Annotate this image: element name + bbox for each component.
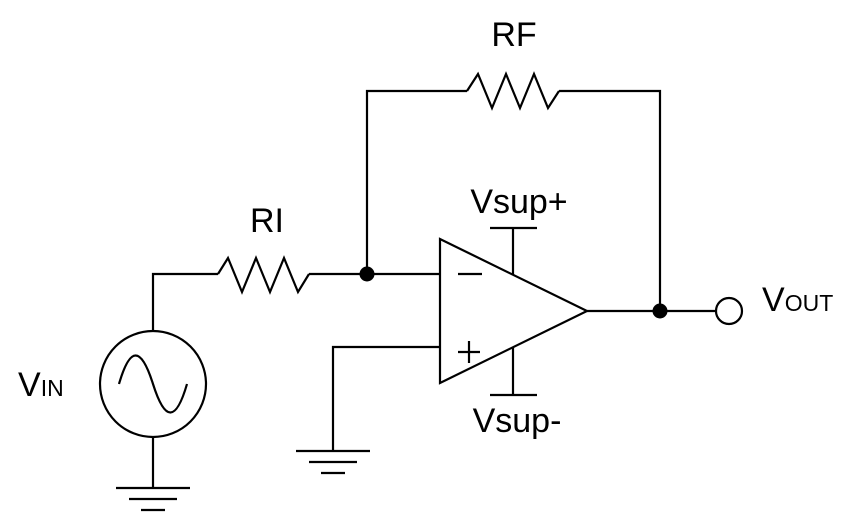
ground-symbol-source xyxy=(116,486,190,512)
op-amp-plus-sign xyxy=(458,341,480,363)
noninverting-wire xyxy=(331,345,440,451)
sine-wave-icon xyxy=(117,354,189,414)
resistor-ri xyxy=(217,255,310,295)
feedback-wire-right xyxy=(559,89,662,311)
vout-label: VOUT xyxy=(762,281,833,319)
vsup-pos-label: Vsup+ xyxy=(470,183,567,221)
input-wire xyxy=(151,272,218,332)
resistor-rf xyxy=(466,71,560,111)
ground-symbol-noninverting xyxy=(296,449,370,475)
vin-label: VIN xyxy=(18,366,64,404)
junction-dot-output xyxy=(652,303,668,319)
output-terminal xyxy=(714,296,744,326)
junction-dot-inverting xyxy=(359,266,375,282)
vsup-neg-label: Vsup- xyxy=(473,402,562,440)
feedback-wire-left xyxy=(365,89,467,275)
resistor-ri-label: RI xyxy=(250,202,284,240)
resistor-rf-label: RF xyxy=(491,16,536,54)
